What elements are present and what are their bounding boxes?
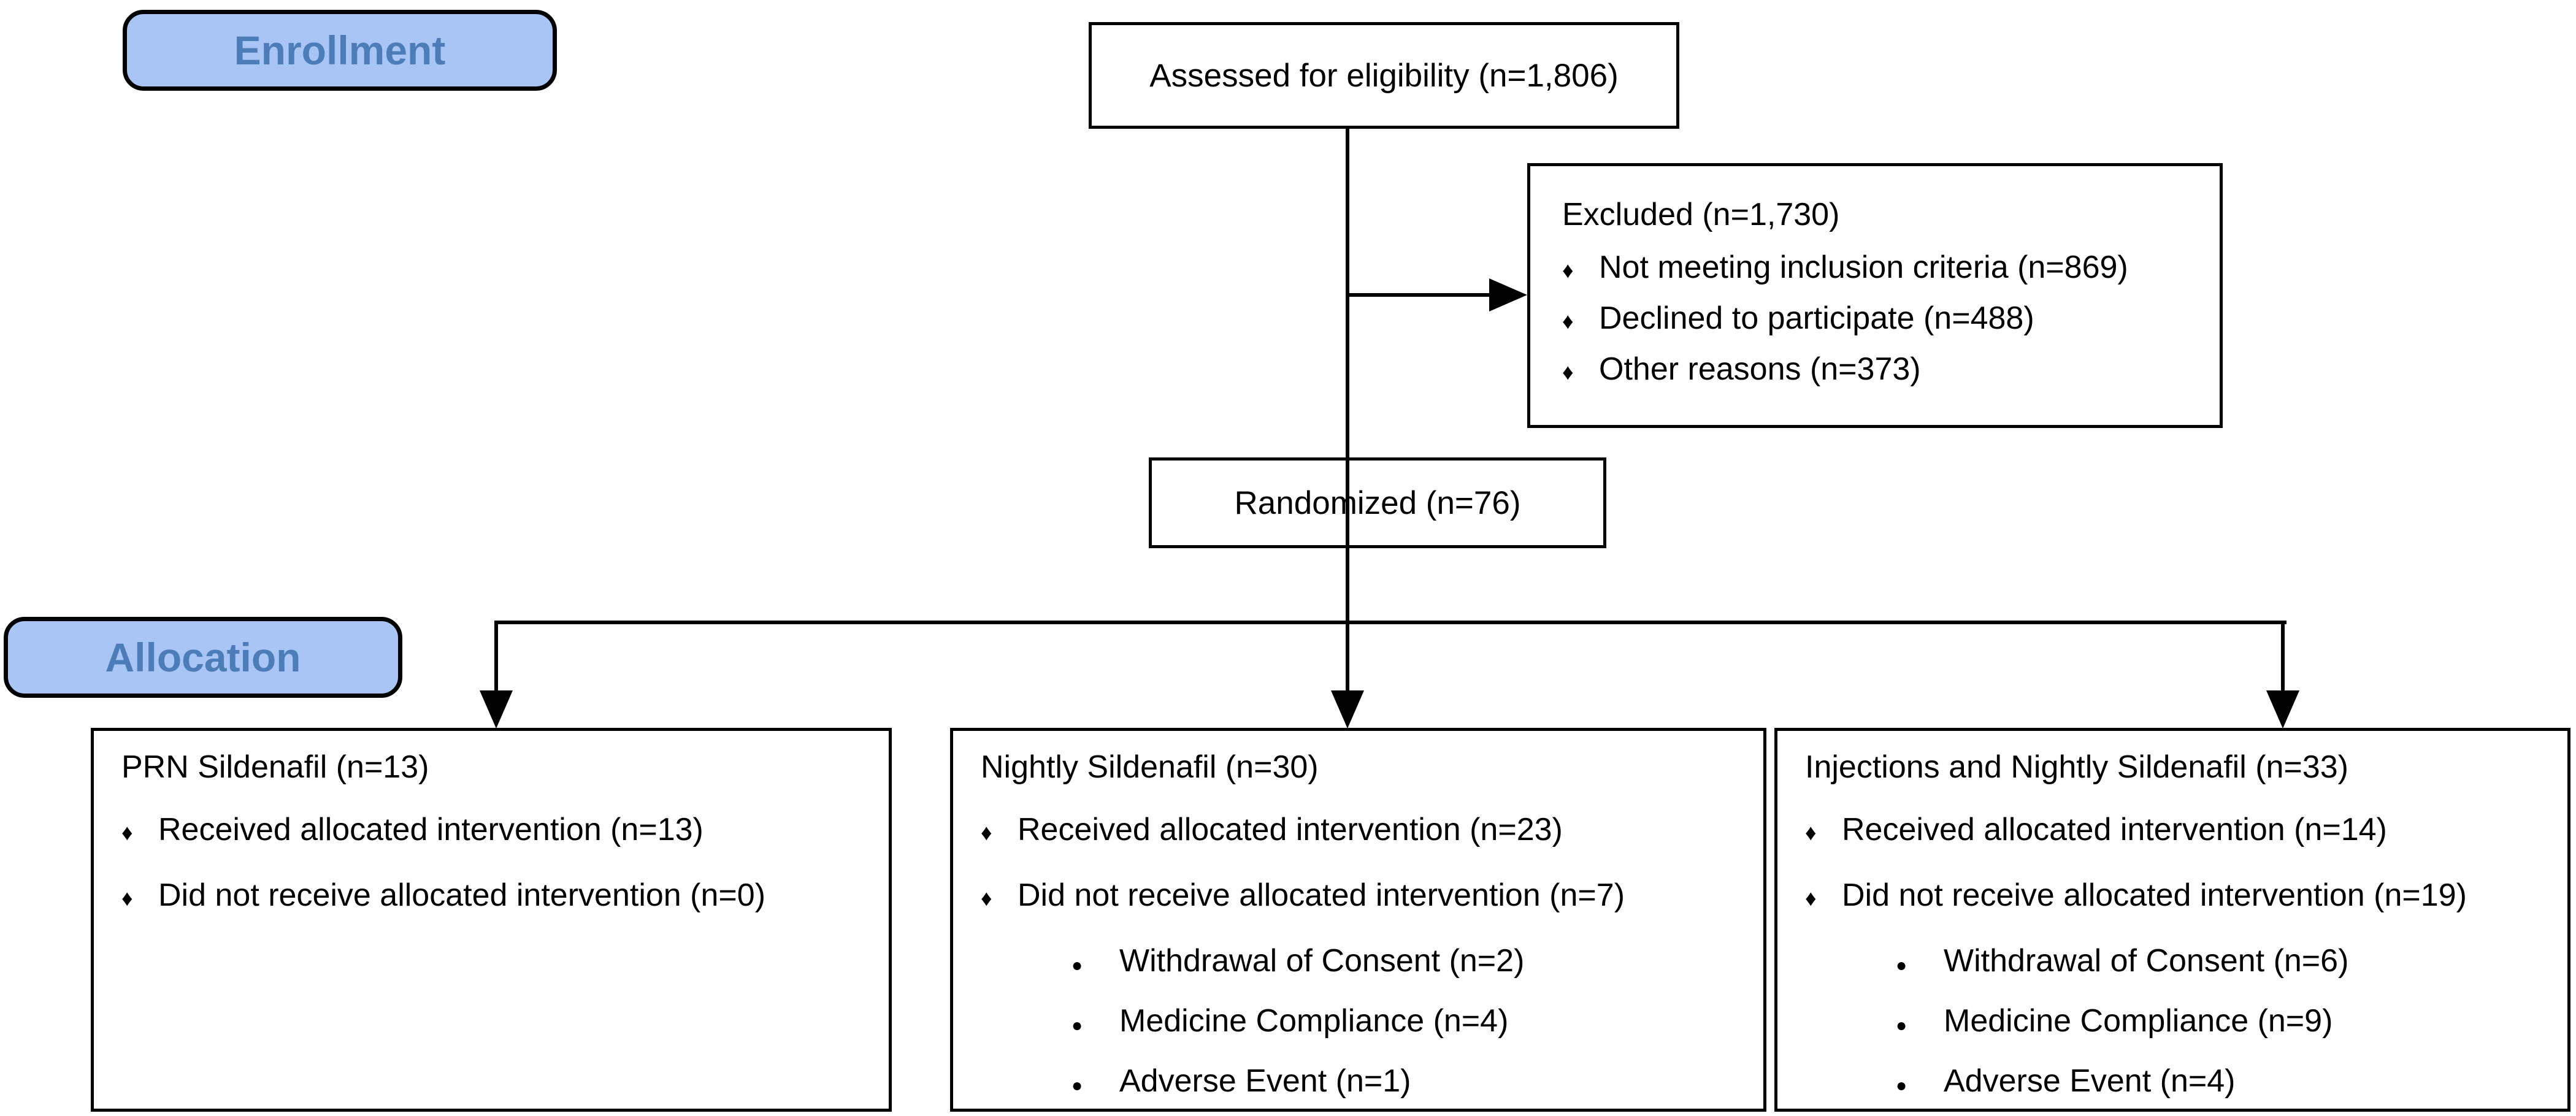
arm-box-nightly-sildenafil: Nightly Sildenafil (n=30) ♦ Received all… (950, 728, 1766, 1112)
excluded-bullet-row: ♦ Other reasons (n=373) (1562, 345, 2201, 396)
excluded-bullet-text: Other reasons (n=373) (1599, 351, 1921, 387)
arm-title: PRN Sildenafil (n=13) (121, 749, 429, 785)
diamond-bullet-icon: ♦ (981, 820, 992, 845)
arm-sub-bullet-row: ● Medicine Compliance (n=4) (1071, 995, 1751, 1052)
arm-sub-bullet-text: Medicine Compliance (n=4) (1119, 1003, 1509, 1039)
excluded-bullet-row: ♦ Not meeting inclusion criteria (n=869) (1562, 243, 2201, 294)
diamond-bullet-icon: ♦ (1805, 820, 1817, 845)
arm-sub-bullet-row: ● Withdrawal of Consent (n=6) (1896, 934, 2555, 992)
arm-bullet-row: ♦ Did not receive allocated intervention… (121, 869, 876, 925)
flow-line-vertical-main (1346, 129, 1349, 694)
arm-bullet-text: Did not receive allocated intervention (… (158, 877, 766, 913)
diamond-bullet-icon: ♦ (121, 885, 133, 911)
assessed-eligibility-box: Assessed for eligibility (n=1,806) (1089, 22, 1679, 129)
stage-label-allocation: Allocation (4, 617, 402, 698)
stage-label-enrollment: Enrollment (123, 10, 557, 91)
randomized-text: Randomized (n=76) (1234, 484, 1521, 521)
dot-bullet-icon: ● (1071, 1015, 1083, 1036)
arm-title: Nightly Sildenafil (n=30) (981, 749, 1319, 785)
dot-bullet-icon: ● (1896, 1015, 1907, 1036)
arm-sub-bullet-text: Medicine Compliance (n=9) (1944, 1003, 2333, 1039)
arrow-to-arm2-icon (1331, 690, 1364, 728)
arm-sub-bullet-row: ● Adverse Event (n=4) (1896, 1055, 2555, 1112)
arm-sub-bullet-text: Adverse Event (n=1) (1119, 1063, 1411, 1099)
excluded-bullet-text: Not meeting inclusion criteria (n=869) (1599, 250, 2128, 285)
excluded-box: Excluded (n=1,730) ♦ Not meeting inclusi… (1527, 163, 2223, 428)
arm-bullet-text: Did not receive allocated intervention (… (1018, 877, 1625, 913)
arm-box-injections-nightly-sildenafil: Injections and Nightly Sildenafil (n=33)… (1774, 728, 2570, 1112)
arrow-to-arm1-icon (480, 690, 513, 728)
diamond-bullet-icon: ♦ (981, 885, 992, 911)
randomized-box: Randomized (n=76) (1149, 457, 1606, 548)
arm-bullet-row: ♦ Received allocated intervention (n=23) (981, 803, 1751, 859)
arm-bullet-row: ♦ Received allocated intervention (n=13) (121, 803, 876, 859)
diamond-bullet-icon: ♦ (1562, 359, 1574, 384)
enrollment-label-text: Enrollment (234, 28, 446, 73)
diamond-bullet-icon: ♦ (121, 820, 133, 845)
arm-sub-bullet-row: ● Medicine Compliance (n=9) (1896, 995, 2555, 1052)
arm-bullet-text: Received allocated intervention (n=14) (1842, 812, 2387, 847)
arm-bullet-text: Received allocated intervention (n=13) (158, 812, 703, 847)
diamond-bullet-icon: ♦ (1805, 885, 1817, 911)
arm-sub-bullet-row: ● Adverse Event (n=1) (1071, 1055, 1751, 1112)
excluded-bullet-text: Declined to participate (n=488) (1599, 300, 2034, 336)
arm-bullet-row: ♦ Did not receive allocated intervention… (981, 869, 1751, 925)
arrow-to-excluded-icon (1489, 278, 1527, 311)
dot-bullet-icon: ● (1896, 955, 1907, 976)
excluded-title: Excluded (n=1,730) (1562, 197, 1840, 232)
arm-sub-bullet-text: Withdrawal of Consent (n=6) (1944, 943, 2349, 979)
excluded-bullet-row: ♦ Declined to participate (n=488) (1562, 294, 2201, 345)
diamond-bullet-icon: ♦ (1562, 258, 1574, 283)
flow-line-stem-right (2281, 621, 2285, 693)
arm-sub-bullet-text: Withdrawal of Consent (n=2) (1119, 943, 1525, 979)
arm-bullet-text: Received allocated intervention (n=23) (1018, 812, 1563, 847)
arm-bullet-row: ♦ Received allocated intervention (n=14) (1805, 803, 2555, 859)
arm-sub-bullet-text: Adverse Event (n=4) (1944, 1063, 2236, 1099)
assessed-eligibility-text: Assessed for eligibility (n=1,806) (1149, 57, 1619, 94)
flow-line-branch-excluded (1347, 293, 1492, 297)
flow-line-distribution (494, 621, 2287, 624)
arm-bullet-row: ♦ Did not receive allocated intervention… (1805, 869, 2555, 925)
flow-line-stem-left (494, 621, 498, 693)
arm-sub-bullet-row: ● Withdrawal of Consent (n=2) (1071, 934, 1751, 992)
dot-bullet-icon: ● (1896, 1076, 1907, 1096)
dot-bullet-icon: ● (1071, 955, 1083, 976)
allocation-label-text: Allocation (105, 635, 301, 680)
arm-title: Injections and Nightly Sildenafil (n=33) (1805, 749, 2348, 785)
diamond-bullet-icon: ♦ (1562, 308, 1574, 334)
arm-bullet-text: Did not receive allocated intervention (… (1842, 877, 2467, 913)
arm-box-prn-sildenafil: PRN Sildenafil (n=13) ♦ Received allocat… (91, 728, 892, 1112)
arrow-to-arm3-icon (2266, 690, 2299, 728)
dot-bullet-icon: ● (1071, 1076, 1083, 1096)
